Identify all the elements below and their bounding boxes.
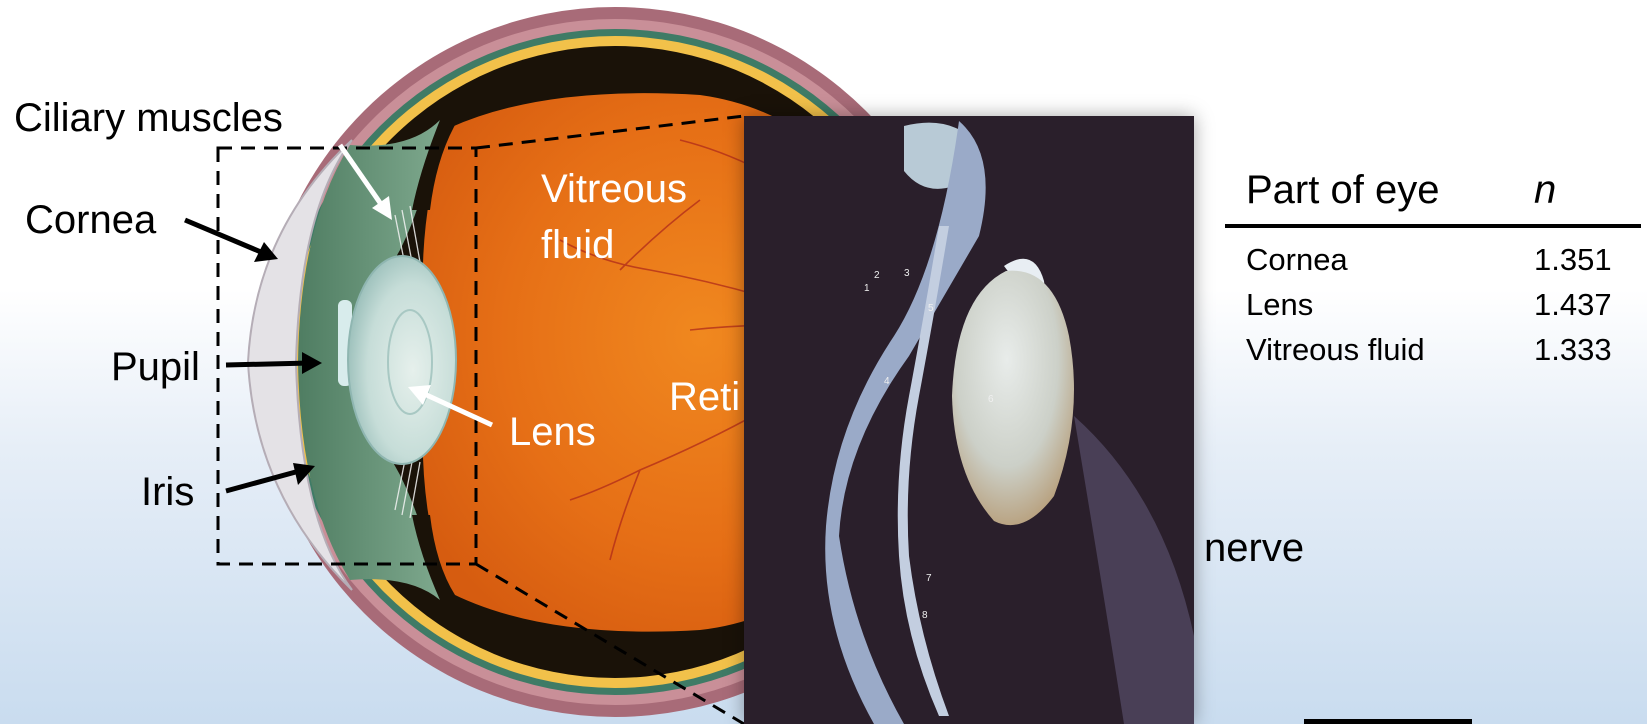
lens-photo-inset: 1 2 3 4 5 6 7 8	[744, 116, 1194, 724]
label-optic-nerve-partial: nerve	[1204, 526, 1304, 570]
lens-photo: 1 2 3 4 5 6 7 8	[744, 116, 1194, 724]
label-lens: Lens	[509, 410, 596, 454]
table-cell-n: 1.333	[1534, 332, 1612, 368]
label-iris: Iris	[141, 470, 194, 514]
photo-marker-4: 4	[884, 376, 890, 387]
label-ciliary-muscles: Ciliary muscles	[14, 96, 283, 140]
table-cell-part: Lens	[1246, 287, 1313, 323]
label-pupil: Pupil	[111, 345, 200, 389]
table-header-n: n	[1534, 166, 1556, 214]
photo-marker-6: 6	[988, 394, 994, 405]
label-cornea: Cornea	[25, 198, 156, 242]
table-cell-n: 1.437	[1534, 287, 1612, 323]
lens-shape	[348, 256, 456, 464]
label-retina-partial: Reti	[669, 375, 740, 419]
table-cell-part: Cornea	[1246, 242, 1348, 278]
photo-marker-1: 1	[864, 283, 870, 294]
bottom-rule	[1304, 719, 1472, 724]
photo-marker-5: 5	[928, 303, 934, 314]
photo-marker-8: 8	[922, 610, 928, 621]
cornea-arrow	[185, 220, 268, 255]
table-header-rule	[1225, 224, 1641, 228]
table-row: Lens 1.437	[1225, 287, 1641, 331]
photo-marker-7: 7	[926, 573, 932, 584]
photo-marker-2: 2	[874, 270, 880, 281]
table-header-part: Part of eye	[1246, 166, 1439, 214]
label-vitreous-line1: Vitreous	[541, 167, 687, 211]
table-row: Cornea 1.351	[1225, 242, 1641, 286]
table-cell-part: Vitreous fluid	[1246, 332, 1425, 368]
table-cell-n: 1.351	[1534, 242, 1612, 278]
label-vitreous-line2: fluid	[541, 223, 614, 267]
table-row: Vitreous fluid 1.333	[1225, 332, 1641, 376]
pupil-arrow	[226, 363, 310, 365]
photo-marker-3: 3	[904, 268, 910, 279]
